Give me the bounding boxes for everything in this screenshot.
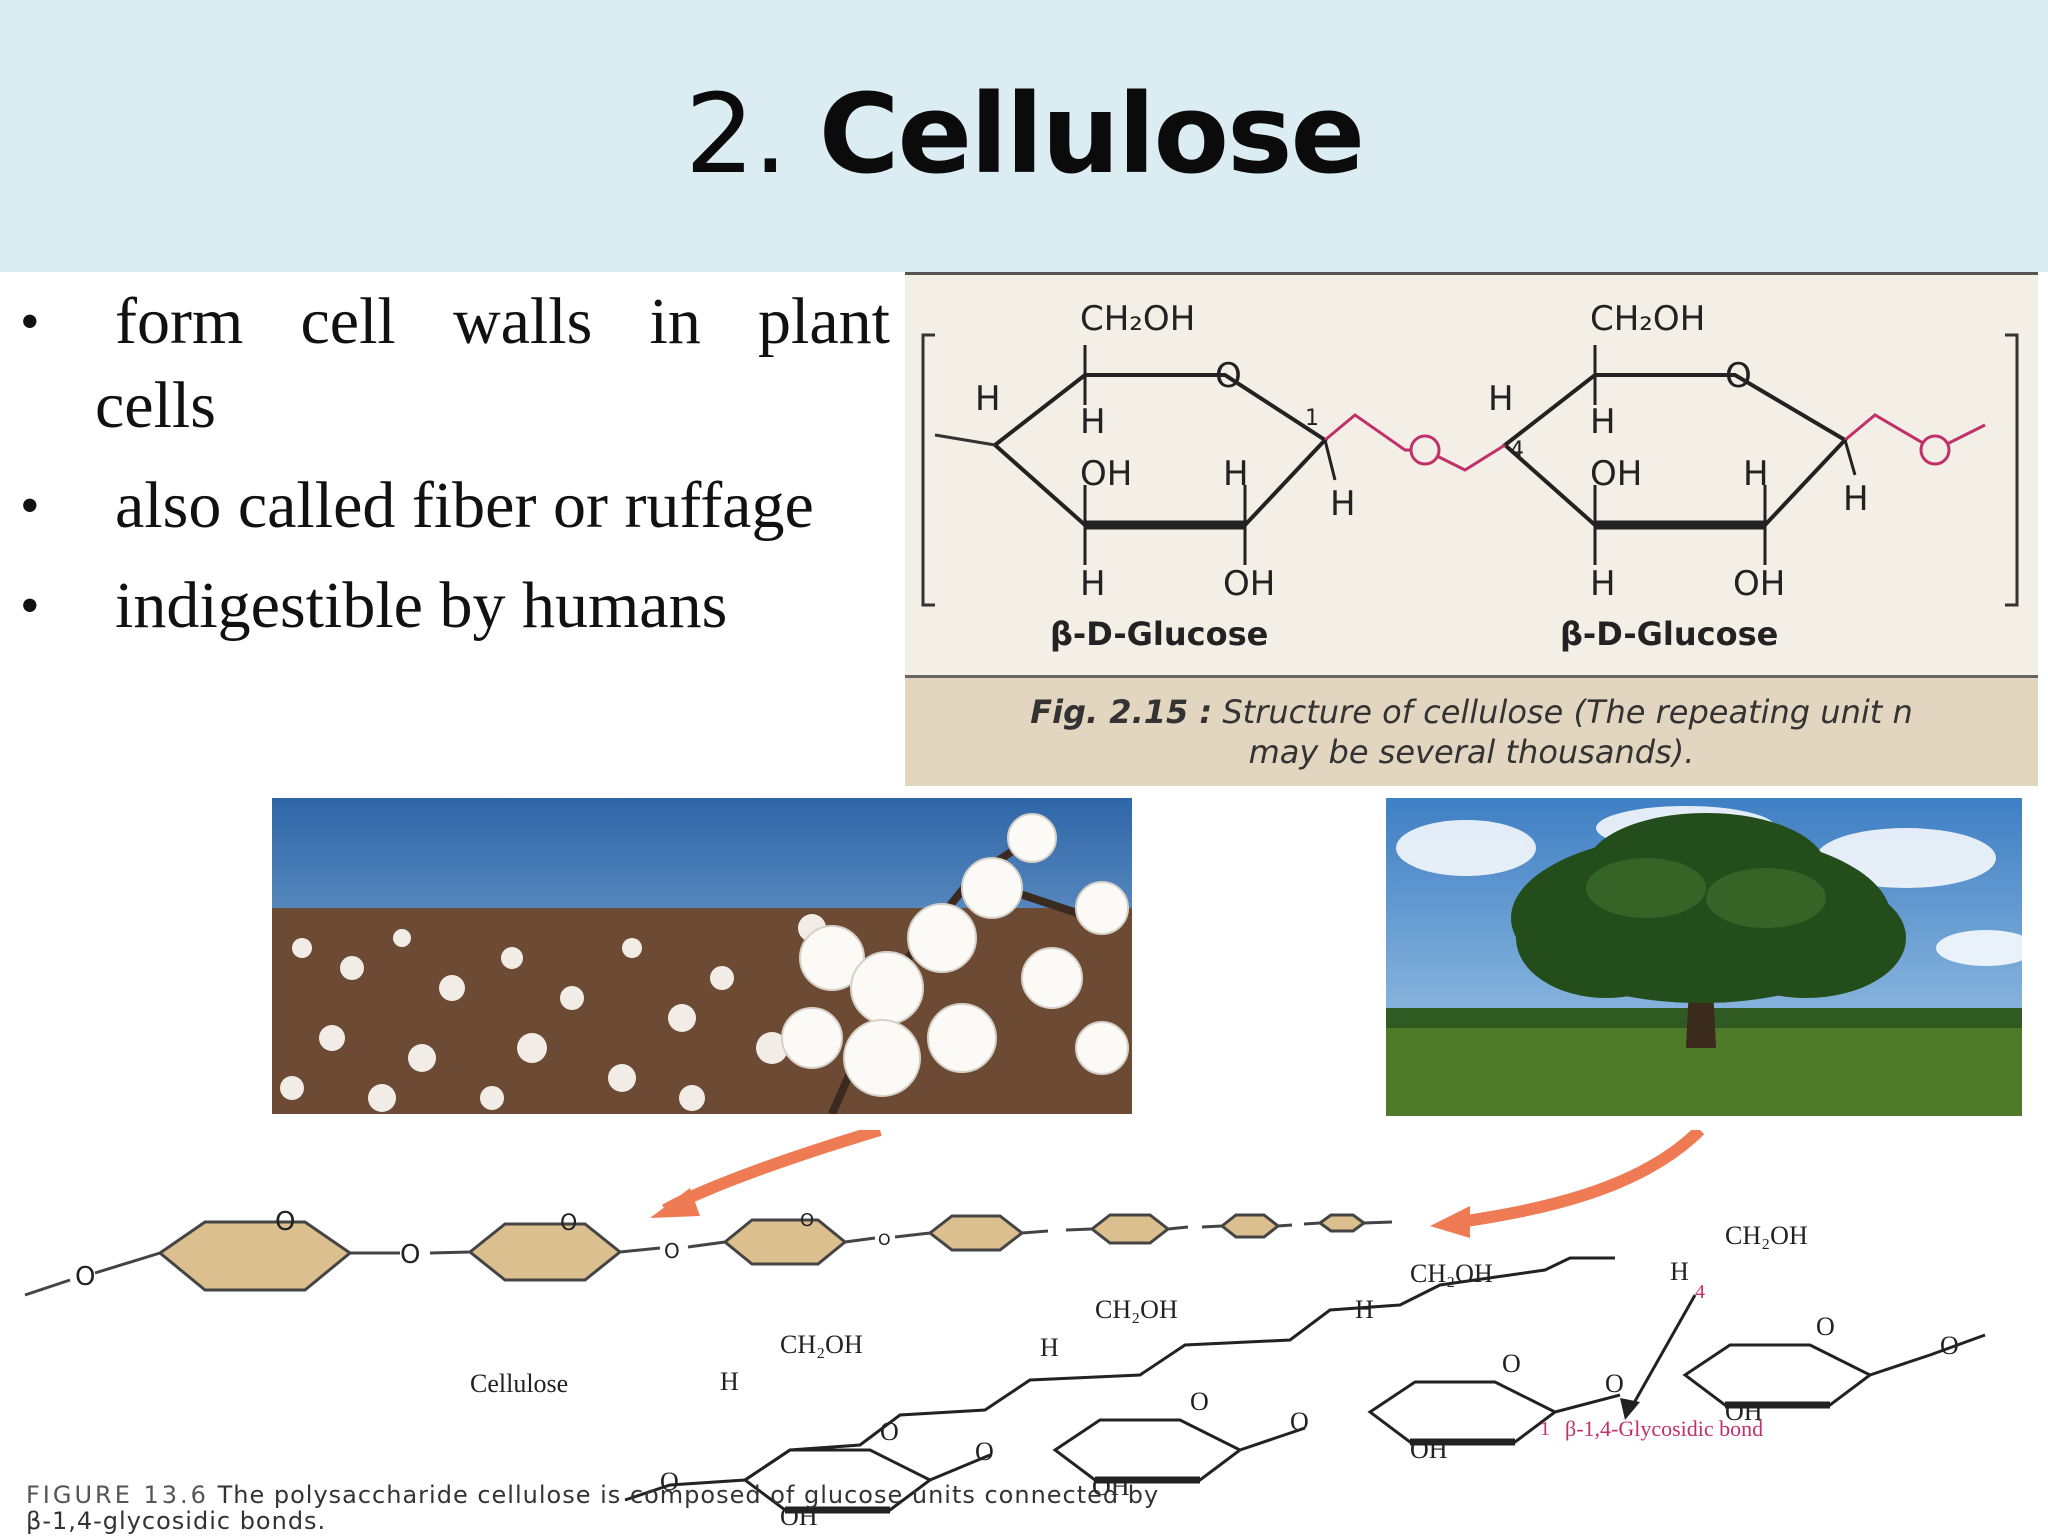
- ch2oh-label: CH₂OH: [1080, 299, 1195, 339]
- atom-h: H: [1743, 454, 1769, 494]
- arrow-head-right: [1430, 1206, 1470, 1238]
- bridge-oxygen-1: [1409, 434, 1441, 466]
- bullet-text: also called fiber or ruffage: [115, 469, 814, 542]
- ring-oxygen: O: [800, 1210, 814, 1231]
- glucose-ring-shape: [467, 1222, 623, 1282]
- bullet-item: • also called fiber or ruffage: [20, 464, 890, 548]
- tree-illustration: [1386, 798, 2022, 1116]
- bullet-dot: •: [20, 575, 40, 637]
- atom-h: H: [1080, 564, 1106, 604]
- cellulose-structure-figure: CH₂OH O H H OH H 1 H H OH β-D-Glucose CH…: [905, 272, 2038, 786]
- ring-oxygen: O: [1816, 1312, 1835, 1341]
- ring-oxygen: O: [275, 1207, 295, 1237]
- bullet-list: • form cell walls in plant cells • also …: [20, 280, 890, 664]
- figure-caption-line2: may be several thousands).: [1248, 733, 1695, 771]
- figure-caption-line2: β-1,4-glycosidic bonds.: [26, 1507, 327, 1535]
- atom-h: H: [1670, 1257, 1689, 1286]
- atom-h: H: [1330, 484, 1356, 524]
- figure-number: Fig. 2.15 :: [1030, 693, 1213, 731]
- ch2oh-label: CH₂OH: [1590, 299, 1705, 339]
- cellulose-label: Cellulose: [470, 1369, 568, 1398]
- ch2oh-label: CH₂OH: [1410, 1259, 1493, 1288]
- atom-h: H: [1590, 564, 1616, 604]
- slide-title: 2. Cellulose: [0, 70, 2048, 198]
- atom-h: H: [1355, 1295, 1374, 1324]
- glucose-label-right: β-D-Glucose: [1560, 615, 1778, 653]
- cellulose-chain-figure: O O O O O O O: [0, 1124, 2048, 1531]
- glucose-ring-shape: [722, 1218, 848, 1266]
- glycosidic-bond-label: β-1,4-Glycosidic bond: [1565, 1416, 1763, 1441]
- figure-caption-box: Fig. 2.15 : Structure of cellulose (The …: [905, 675, 2038, 786]
- bridge-oxygen: O: [878, 1230, 891, 1249]
- ring-oxygen: O: [1725, 356, 1752, 396]
- title-word: Cellulose: [818, 70, 1365, 198]
- bridge-oxygen-2: [1919, 434, 1951, 466]
- cotton-illustration: [272, 798, 1132, 1114]
- bullet-item: • indigestible by humans: [20, 564, 890, 648]
- bullet-item: • form cell walls in plant cells: [20, 280, 890, 448]
- bridge-oxygen: O: [660, 1467, 679, 1496]
- bullet-text: form cell walls in plant: [115, 285, 890, 358]
- atom-h: H: [1080, 402, 1106, 442]
- glucose-dimer-diagram: CH₂OH O H H OH H 1 H H OH β-D-Glucose CH…: [921, 299, 2019, 653]
- figure-caption-text: Structure of cellulose (The repeating un…: [1222, 693, 1913, 731]
- figure-caption-text: The polysaccharide cellulose is composed…: [217, 1481, 1160, 1509]
- ring-oxygen: O: [1190, 1387, 1209, 1416]
- ch2oh-label: CH₂OH: [780, 1330, 863, 1359]
- bridge-oxygen: O: [1940, 1331, 1959, 1360]
- figure-number: FIGURE 13.6: [26, 1481, 209, 1509]
- bridge-oxygen: O: [975, 1437, 994, 1466]
- cellulose-chain-diagram: O O O O O O O: [24, 1124, 1986, 1531]
- glucose-ring-shape: [1089, 1213, 1171, 1245]
- atom-oh: OH: [1092, 1472, 1130, 1501]
- title-number: 2.: [684, 70, 788, 198]
- atom-oh: OH: [1733, 564, 1785, 604]
- bridge-oxygen: O: [1290, 1407, 1309, 1436]
- atom-oh: OH: [1725, 1397, 1763, 1426]
- bridge-oxygen: O: [400, 1240, 420, 1270]
- atom-oh: OH: [1080, 454, 1132, 494]
- ring-oxygen: O: [1215, 356, 1242, 396]
- atom-oh: OH: [1223, 564, 1275, 604]
- ch2oh-label: CH₂OH: [1095, 1295, 1178, 1324]
- glucose-ring-shape: [1219, 1213, 1281, 1239]
- bullet-dot: •: [20, 475, 40, 537]
- atom-h: H: [720, 1367, 739, 1396]
- bridge-oxygen: O: [1605, 1369, 1624, 1398]
- carbon-1: 1: [1540, 1418, 1550, 1440]
- bullet-text: indigestible by humans: [115, 569, 728, 642]
- carbon-4: 4: [1510, 438, 1524, 463]
- glucose-ring-shape: [1317, 1213, 1367, 1233]
- atom-h: H: [975, 379, 1001, 419]
- atom-h: H: [1040, 1333, 1059, 1362]
- bullet-text-cont: cells: [95, 369, 216, 442]
- atom-h: H: [1488, 379, 1514, 419]
- carbon-1: 1: [1305, 406, 1319, 431]
- bullet-dot: •: [20, 291, 40, 353]
- atom-oh: OH: [780, 1502, 818, 1530]
- glucose-ring-shape: [927, 1214, 1025, 1252]
- tree-photo: [1386, 798, 2022, 1116]
- ring-oxygen: O: [560, 1211, 577, 1236]
- arrow-head-left: [650, 1188, 700, 1218]
- title-band: [0, 0, 2048, 272]
- atom-h: H: [1843, 479, 1869, 519]
- atom-oh: OH: [1410, 1435, 1448, 1464]
- cotton-field-photo: [272, 798, 1132, 1114]
- carbon-4: 4: [1695, 1281, 1705, 1303]
- figure-caption: Fig. 2.15 : Structure of cellulose (The …: [905, 692, 2038, 772]
- bridge-oxygen: O: [664, 1239, 680, 1263]
- atom-h: H: [1223, 454, 1249, 494]
- chain-oxygen: O: [75, 1262, 95, 1292]
- glucose-ring-shape: [157, 1220, 353, 1292]
- glucose-label-left: β-D-Glucose: [1050, 615, 1268, 653]
- ring-oxygen: O: [1502, 1349, 1521, 1378]
- figure-13-6-caption: FIGURE 13.6 The polysaccharide cellulose…: [26, 1482, 1526, 1534]
- ring-oxygen: O: [880, 1417, 899, 1446]
- atom-oh: OH: [1590, 454, 1642, 494]
- atom-h: H: [1590, 402, 1616, 442]
- ch2oh-label: CH₂OH: [1725, 1221, 1808, 1250]
